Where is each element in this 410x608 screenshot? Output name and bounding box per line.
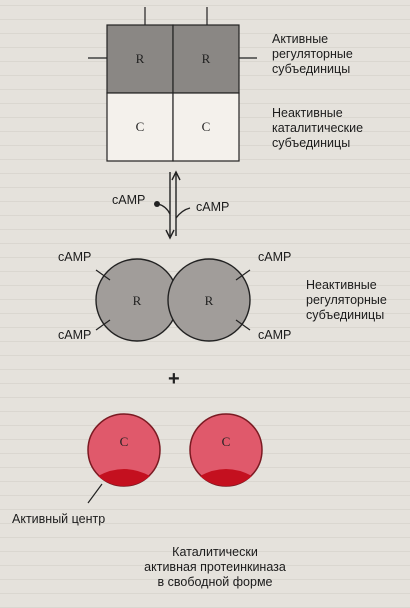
camp-dot (154, 201, 160, 207)
camp-label-top-left: cAMP (58, 250, 92, 264)
arrowhead-down (165, 229, 175, 240)
regulatory-letter: R (136, 51, 145, 66)
catalytic-letter: C (120, 434, 129, 449)
catalytic-letter: C (222, 434, 231, 449)
caption-free-kinase: Каталитически активная протеинкиназа в с… (144, 545, 286, 589)
camp-label-top-right: cAMP (258, 250, 292, 264)
regulatory-letter: R (205, 293, 214, 308)
camp-bond (235, 269, 251, 281)
label-active-regulatory: Активные регуляторные субъединицы (272, 32, 353, 76)
label-active-site: Активный центр (12, 512, 106, 526)
camp-label-bottom-right: cAMP (258, 328, 292, 342)
regulatory-letter: R (202, 51, 211, 66)
regulatory-sphere-right (167, 258, 251, 342)
catalytic-subunit-right (172, 92, 240, 162)
regulatory-letter: R (133, 293, 142, 308)
plus-sign: + (168, 368, 180, 390)
arrowhead-up (171, 170, 181, 181)
camp-bond (235, 319, 251, 331)
label-inactive-regulatory: Неактивные регуляторные субъединицы (306, 278, 387, 322)
regulatory-subunit-right (172, 24, 240, 94)
camp-entry-curve (157, 203, 171, 215)
camp-label-in: cAMP (112, 193, 146, 207)
camp-label-out: cAMP (196, 200, 230, 214)
reaction-arrows (157, 170, 191, 240)
holoenzyme-complex: R R C C (88, 7, 257, 162)
regulatory-dimer: R R (95, 258, 251, 342)
camp-bond (95, 319, 111, 331)
free-catalytic-subunits: C C (87, 413, 263, 504)
camp-exit-curve (175, 207, 191, 219)
camp-label-bottom-left: cAMP (58, 328, 92, 342)
active-site-left (98, 469, 150, 486)
catalytic-letter: C (136, 119, 145, 134)
catalytic-letter: C (202, 119, 211, 134)
active-site-right (200, 469, 252, 486)
camp-bond (95, 269, 111, 281)
label-inactive-catalytic: Неактивные каталитические субъединицы (272, 106, 364, 150)
active-site-pointer (87, 483, 103, 504)
